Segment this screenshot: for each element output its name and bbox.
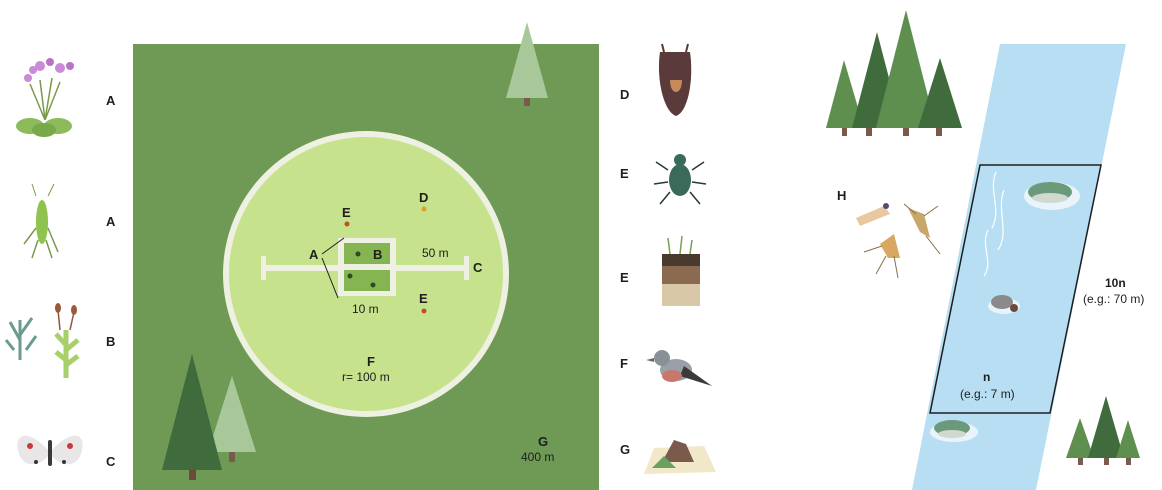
label-a-plant: A xyxy=(106,93,116,108)
landscape-habitat-icon xyxy=(644,440,716,474)
forest-icon xyxy=(826,10,962,136)
section-length-example: (e.g.: 70 m) xyxy=(1083,292,1144,306)
quadrat-10m xyxy=(338,238,396,296)
label-e-beetle: E xyxy=(620,166,629,181)
label-c-transect: C xyxy=(473,260,483,275)
label-e-point: E xyxy=(419,291,428,306)
label-b-moss: B xyxy=(106,334,115,349)
bird-icon xyxy=(646,350,712,386)
label-d-bat: D xyxy=(620,87,629,102)
forest-small-icon xyxy=(1066,396,1140,465)
label-e-point: E xyxy=(342,205,351,220)
label-a-quadrat: A xyxy=(309,247,319,262)
sample-point xyxy=(422,309,427,314)
label-c-butterfly: C xyxy=(106,454,116,469)
label-a-insect: A xyxy=(106,214,116,229)
section-length-label: 10n xyxy=(1105,276,1126,290)
transect-length-label: 50 m xyxy=(422,246,449,260)
aquatic-insects-icon xyxy=(856,203,940,278)
beetle-icon xyxy=(654,154,706,204)
section-width-label: n xyxy=(983,370,990,384)
circle-radius-label: r= 100 m xyxy=(342,370,390,384)
label-g-square: G xyxy=(538,434,548,449)
square-size-label: 400 m xyxy=(521,450,554,464)
label-g-landscape: G xyxy=(620,442,630,457)
stone-icon xyxy=(1024,182,1080,210)
label-d-point: D xyxy=(419,190,428,205)
sample-point xyxy=(422,207,427,212)
label-f-circle: F xyxy=(367,354,375,369)
label-f-bird: F xyxy=(620,356,628,371)
bat-icon xyxy=(659,44,691,116)
label-h-insects: H xyxy=(837,188,846,203)
label-b-quadrat: B xyxy=(373,247,382,262)
section-width-example: (e.g.: 7 m) xyxy=(960,387,1015,401)
label-e-soil: E xyxy=(620,270,629,285)
butterfly-icon xyxy=(17,436,82,466)
soil-profile-icon xyxy=(662,236,700,306)
moss-lichen-icon xyxy=(6,303,78,378)
grasshopper-icon xyxy=(24,184,58,258)
quadrat-size-label: 10 m xyxy=(352,302,379,316)
primula-flower-icon xyxy=(16,58,74,137)
sample-point xyxy=(345,222,350,227)
